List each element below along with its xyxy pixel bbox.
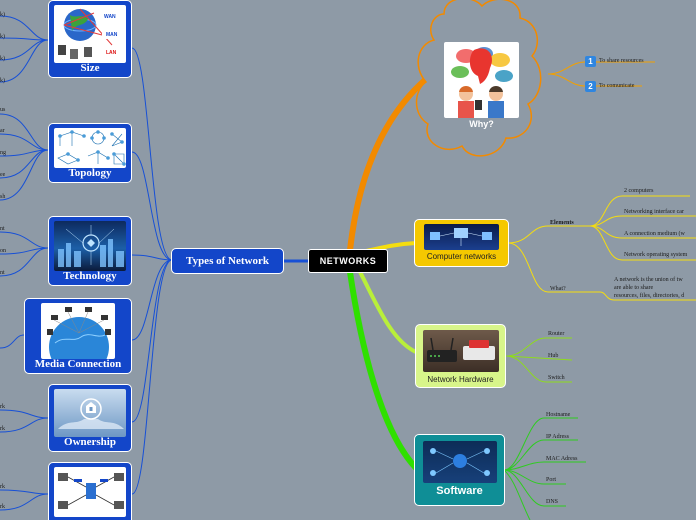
topology-card[interactable]: Topology xyxy=(48,123,132,183)
ownership-card[interactable]: Ownership xyxy=(48,384,132,452)
computer-networks-label: Computer networks xyxy=(426,252,497,261)
ownership-leaf: rk xyxy=(0,426,5,432)
software-item-port[interactable]: Port xyxy=(546,477,557,483)
software-image xyxy=(423,441,497,483)
media-connection-image xyxy=(41,303,115,359)
software-item-mac[interactable]: MAC Adress xyxy=(546,456,578,462)
hardware-item-router[interactable]: Router xyxy=(548,331,565,337)
technology-image xyxy=(54,221,126,271)
media-connection-label: Media Connection xyxy=(34,358,122,370)
topology-leaf: us xyxy=(0,107,6,113)
wan-label: WAN xyxy=(104,14,116,20)
technology-label: Technology xyxy=(63,270,117,282)
number-badge: 2 xyxy=(585,81,596,92)
network-hardware-image xyxy=(423,330,499,372)
root-label: NETWORKS xyxy=(319,256,377,266)
root-node[interactable]: NETWORKS xyxy=(308,249,388,273)
network-hardware-label: Network Hardware xyxy=(427,375,494,384)
man-label: MAN xyxy=(106,32,118,38)
size-card[interactable]: WAN MAN LAN Size xyxy=(48,0,132,78)
why-image xyxy=(444,42,519,118)
topology-leaf: ar xyxy=(0,128,5,134)
types-label: Types of Network xyxy=(186,255,269,267)
network-diagram-card[interactable] xyxy=(48,462,132,520)
software-item-hostname[interactable]: Hostname xyxy=(546,412,571,418)
computer-networks-node[interactable]: Computer networks xyxy=(414,219,509,267)
lan-label: LAN xyxy=(106,50,117,56)
ownership-image xyxy=(54,389,126,437)
hardware-item-switch[interactable]: Switch xyxy=(548,375,565,381)
topology-leaf: sh xyxy=(0,194,6,200)
number-badge: 1 xyxy=(585,56,596,67)
software-node[interactable]: Software xyxy=(414,434,505,506)
what-text-line: A network is the union of tw xyxy=(614,277,683,283)
element-item[interactable]: 2 computers xyxy=(624,188,654,194)
why-label: Why? xyxy=(469,119,494,129)
network-hardware-node[interactable]: Network Hardware xyxy=(415,324,506,388)
network-diagram-image xyxy=(54,467,126,517)
network-diagram-leaf: rk xyxy=(0,504,5,510)
size-leaf: k) xyxy=(0,56,5,62)
software-item-ip[interactable]: IP Adress xyxy=(546,434,569,440)
size-leaf: k) xyxy=(0,12,5,18)
why-item-communicate[interactable]: To comunicate xyxy=(599,83,635,89)
size-leaf: k) xyxy=(0,34,5,40)
element-item[interactable]: Networking interface car xyxy=(624,209,684,215)
topology-label: Topology xyxy=(68,167,112,179)
technology-leaf: on xyxy=(0,248,6,254)
size-label: Size xyxy=(80,62,100,74)
topology-leaf: ng xyxy=(0,150,6,156)
ownership-leaf: rk xyxy=(0,404,5,410)
what-label[interactable]: What? xyxy=(550,286,566,292)
technology-card[interactable]: Technology xyxy=(48,216,132,286)
what-text-line: are able to share xyxy=(614,285,654,291)
technology-leaf: nt xyxy=(0,226,5,232)
topology-leaf: ee xyxy=(0,172,6,178)
media-connection-card[interactable]: Media Connection xyxy=(24,298,132,374)
element-item[interactable]: Network operating system xyxy=(624,252,688,258)
software-label: Software xyxy=(436,485,483,497)
size-network-image: WAN MAN LAN xyxy=(54,5,126,63)
network-diagram-leaf: rk xyxy=(0,484,5,490)
hardware-item-hub[interactable]: Hub xyxy=(548,353,559,359)
what-text-line: resources, files, directories, d xyxy=(614,293,685,299)
size-leaf: k) xyxy=(0,78,5,84)
why-item-share[interactable]: To share resources xyxy=(599,58,644,64)
topology-image xyxy=(54,128,126,168)
element-item[interactable]: A connection medium (w xyxy=(624,231,685,237)
computer-networks-image xyxy=(424,224,499,250)
types-of-network-node[interactable]: Types of Network xyxy=(171,248,284,274)
software-item-dns[interactable]: DNS xyxy=(546,499,559,505)
technology-leaf: nt xyxy=(0,270,5,276)
elements-label[interactable]: Elements xyxy=(550,220,574,226)
ownership-label: Ownership xyxy=(64,436,116,448)
